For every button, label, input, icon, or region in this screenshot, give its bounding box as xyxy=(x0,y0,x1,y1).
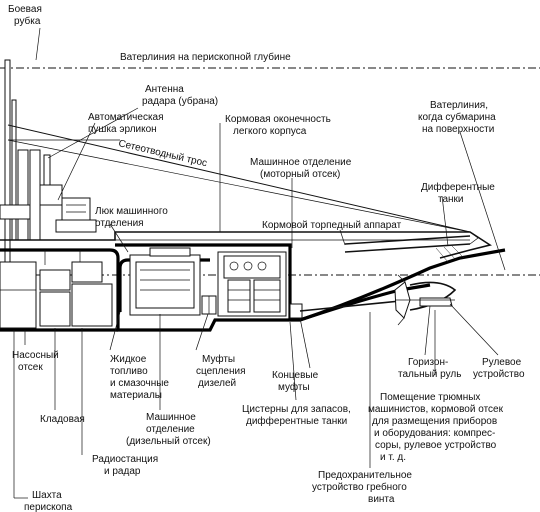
label-hold-machinery: Помещение трюмных машинистов, кормовой о… xyxy=(368,392,506,463)
label-reserve-tanks: Цистерны для запасов, дифферентные танки xyxy=(242,404,354,427)
hull-stern-lower xyxy=(299,283,431,322)
label-oerlikon: Автоматическая пушка эрликон xyxy=(88,112,166,135)
pump-room xyxy=(0,250,113,329)
label-prop-guard: Предохранительное устройство гребного ви… xyxy=(312,470,415,505)
trim-tank xyxy=(435,245,465,263)
label-radar-antenna: Антенна радара (убрана) xyxy=(142,84,218,107)
label-periscope-waterline: Ватерлиния на перископной глубине xyxy=(120,51,291,63)
label-trim-tanks: Дифферентные танки xyxy=(421,181,498,205)
label-fuel-oil: Жидкое топливо и смазочные материалы xyxy=(110,354,172,401)
leader-lines xyxy=(13,27,506,499)
label-end-couplings: Концевые муфты xyxy=(272,370,321,393)
label-diesel-clutch: Муфты сцепления дизелей xyxy=(196,353,248,389)
diesel-clutch xyxy=(201,295,217,315)
propeller-shaft xyxy=(299,299,411,312)
radar-antenna-and-gun xyxy=(39,154,97,233)
label-aft-light-hull: Кормовая оконечность легкого корпуса xyxy=(225,114,334,137)
label-engine-room-motor: Машинное отделение (моторный отсек) xyxy=(250,157,354,180)
label-conning-tower: Боевая рубка xyxy=(8,4,45,27)
label-radio-radar: Радиостанция и радар xyxy=(92,454,161,477)
label-horizontal-rudder: Горизон- тальный руль xyxy=(398,357,461,380)
label-pump-room: Насосный отсек xyxy=(12,350,62,373)
aft-torpedo-tube xyxy=(344,235,471,253)
motor-room xyxy=(217,251,287,317)
net-deflector-cable xyxy=(7,124,471,233)
label-surface-waterline: Ватерлиния, когда субмарина на поверхнос… xyxy=(418,100,499,135)
diesel-engine xyxy=(129,247,201,316)
fuel-line xyxy=(118,258,210,312)
label-engine-room-diesel: Машинное отделение (дизельный отсек) xyxy=(126,412,211,447)
propeller-and-rudders xyxy=(394,274,457,326)
label-periscope-shaft: Шахта перископа xyxy=(24,490,73,512)
label-aft-torpedo: Кормовой торпедный аппарат xyxy=(262,220,402,231)
label-engine-hatch: Люк машинного отделения xyxy=(95,206,171,229)
label-storeroom: Кладовая xyxy=(40,414,85,425)
label-rudder-gear: Рулевое устройство xyxy=(473,357,525,380)
